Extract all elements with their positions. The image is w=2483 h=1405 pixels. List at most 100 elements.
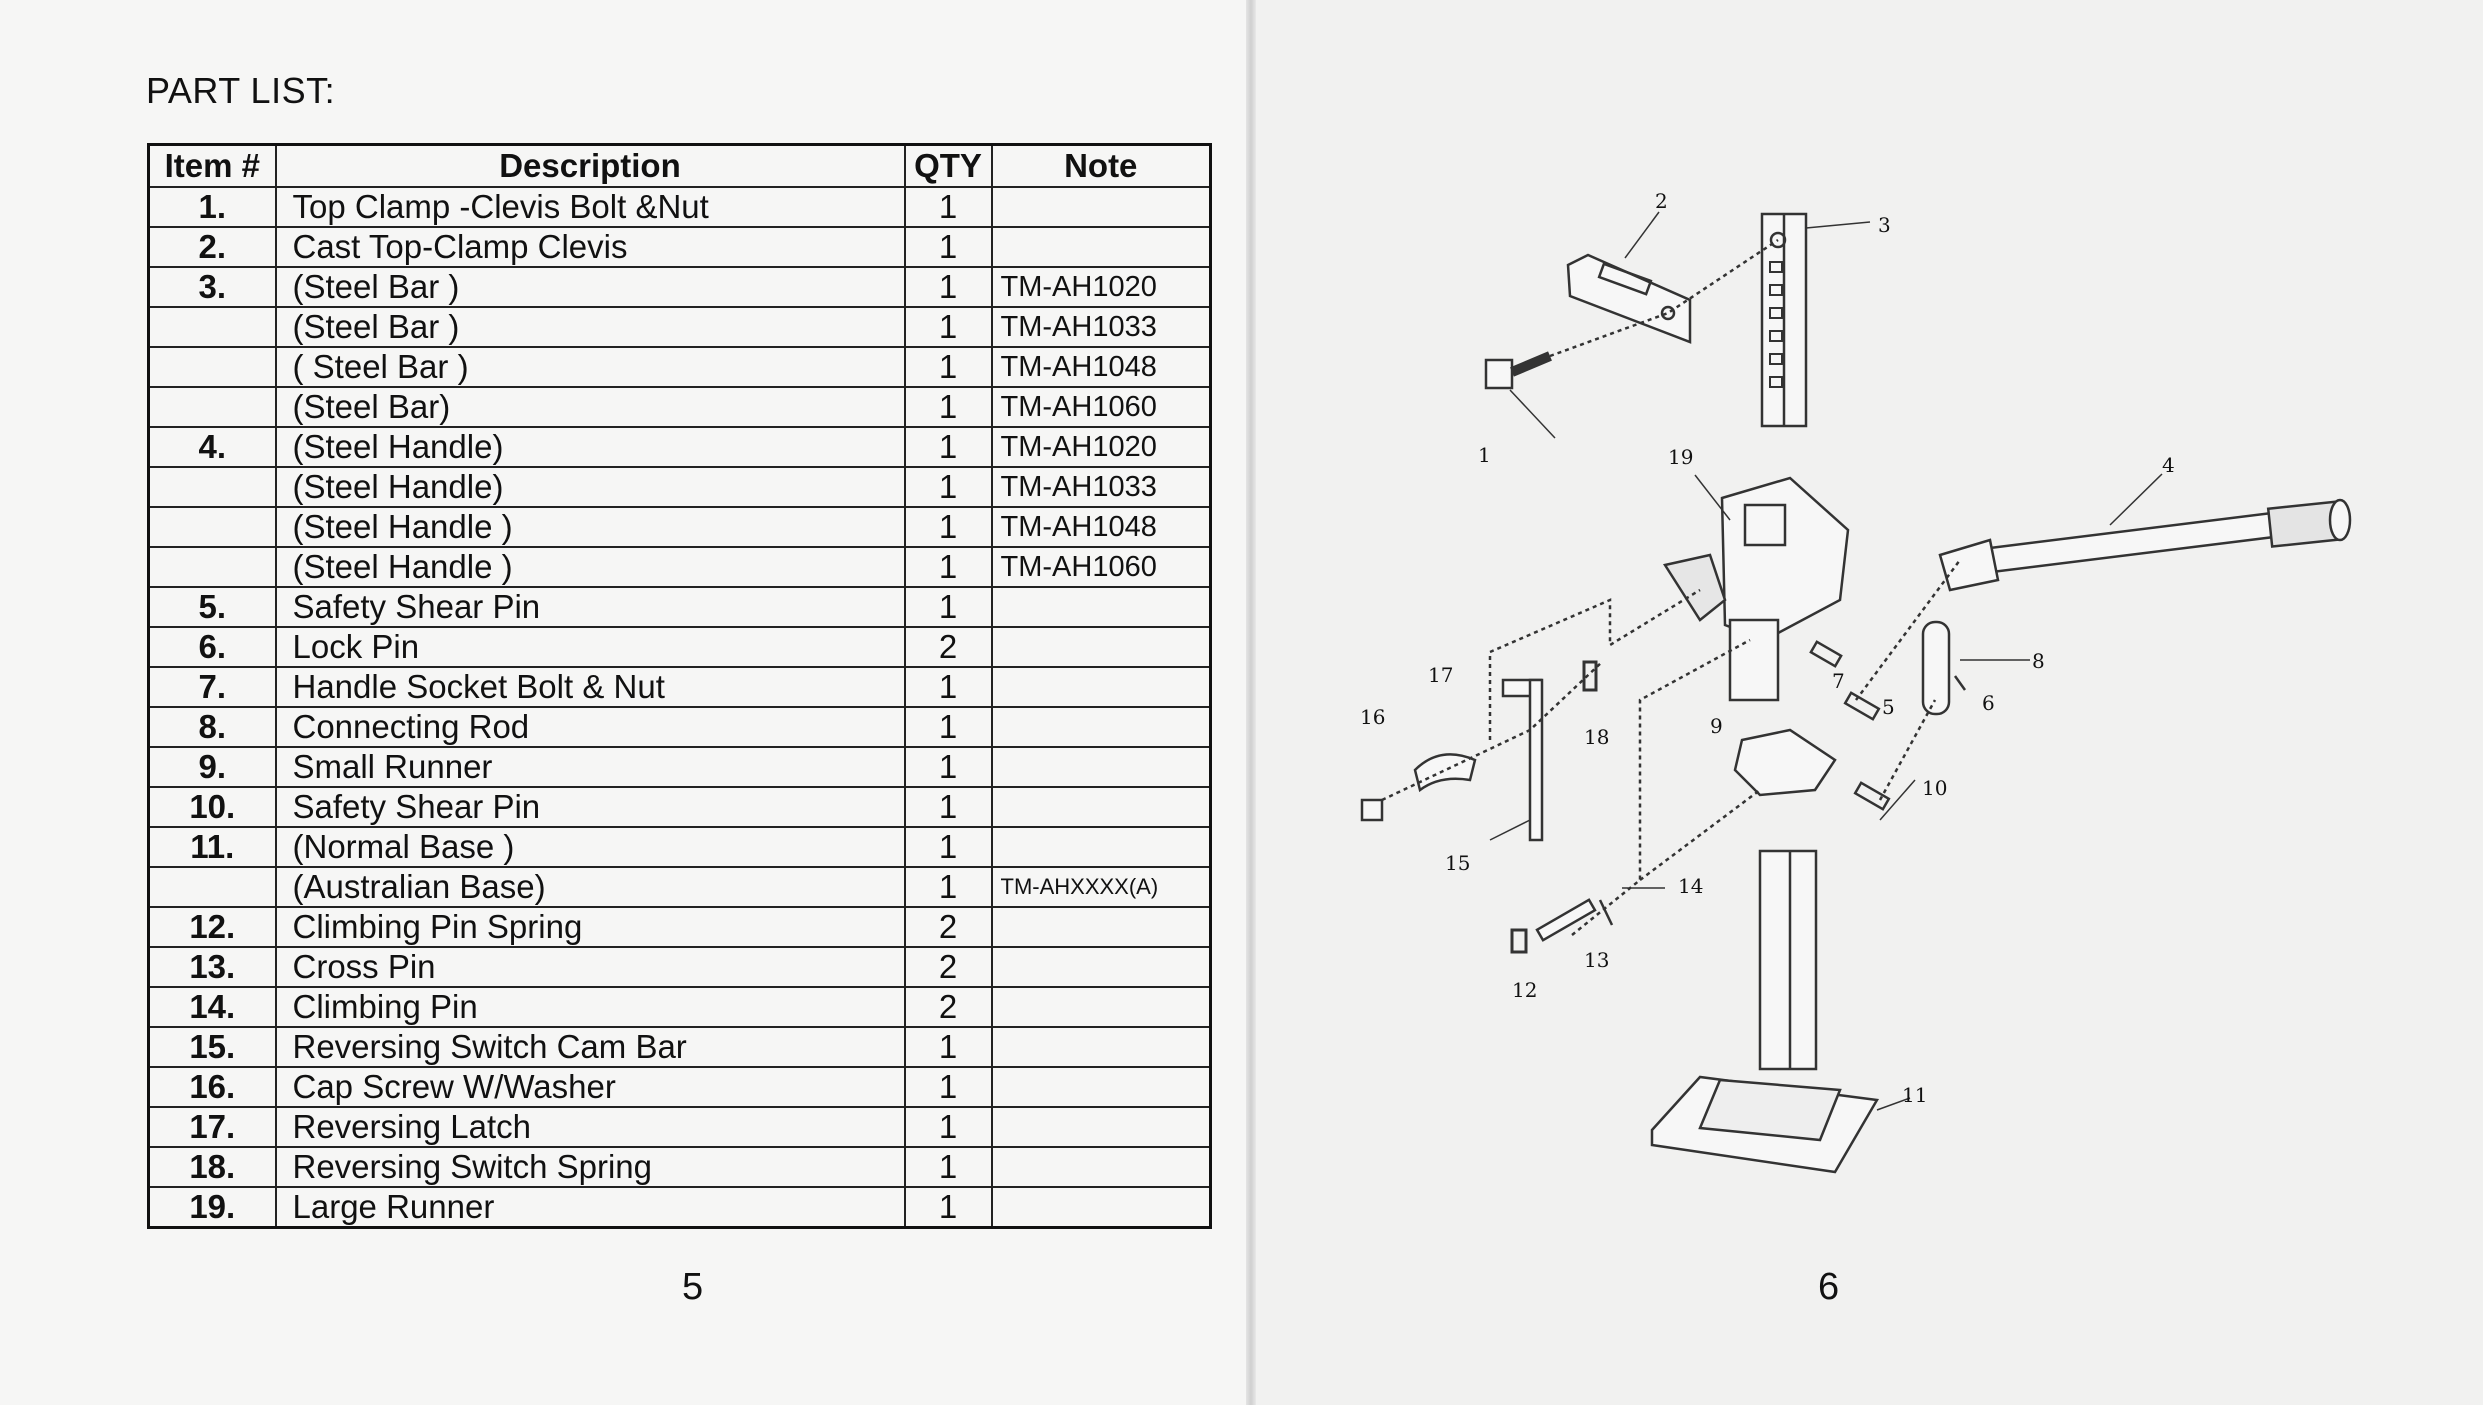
cell-item: 2. — [147, 226, 277, 268]
cell-note — [990, 1146, 1212, 1188]
cell-description: Reversing Switch Cam Bar — [274, 1026, 906, 1068]
cell-description: Climbing Pin Spring — [274, 906, 906, 948]
table-header-row: Item # Description QTY Note — [147, 143, 1212, 188]
cell-qty: 1 — [903, 1106, 993, 1148]
small-runner — [1733, 728, 1837, 797]
cell-description: (Normal Base ) — [274, 826, 906, 868]
callout-11: 11 — [1902, 1083, 1927, 1107]
cell-item: 15. — [147, 1026, 277, 1068]
cell-item: 16. — [147, 1066, 277, 1108]
cell-item: 1. — [147, 186, 277, 228]
cell-description: Safety Shear Pin — [274, 786, 906, 828]
cell-note: TM-AH1048 — [990, 346, 1212, 388]
callout-15: 15 — [1445, 851, 1470, 875]
cell-item — [147, 466, 277, 508]
part-list-title: PART LIST: — [146, 70, 336, 111]
callout-14: 14 — [1678, 874, 1703, 898]
cell-description: Climbing Pin — [274, 986, 906, 1028]
cell-description: Cap Screw W/Washer — [274, 1066, 906, 1108]
cell-item — [147, 546, 277, 588]
clevis-bolt — [1484, 351, 1552, 390]
cell-note: TM-AH1060 — [990, 546, 1212, 588]
cell-note — [990, 1066, 1212, 1108]
cell-qty: 1 — [903, 866, 993, 908]
header-description: Description — [274, 143, 906, 188]
cell-qty: 1 — [903, 1146, 993, 1188]
cell-description: (Steel Handle) — [274, 466, 906, 508]
cell-item: 8. — [147, 706, 277, 748]
cell-note — [990, 706, 1212, 748]
cell-note: TM-AHXXXX(A) — [990, 866, 1212, 908]
cell-item — [147, 306, 277, 348]
cell-qty: 2 — [903, 906, 993, 948]
callout-9: 9 — [1710, 714, 1723, 738]
cell-note — [990, 186, 1212, 228]
cell-qty: 1 — [903, 1026, 993, 1068]
cell-note — [990, 666, 1212, 708]
steel-handle — [1938, 498, 2352, 592]
cell-note — [990, 626, 1212, 668]
cell-item — [147, 346, 277, 388]
cell-qty: 2 — [903, 626, 993, 668]
cell-note: TM-AH1033 — [990, 306, 1212, 348]
cell-item — [147, 506, 277, 548]
large-runner — [1662, 476, 1850, 702]
cell-note — [990, 1106, 1212, 1148]
callout-5: 5 — [1882, 695, 1895, 719]
cell-item: 9. — [147, 746, 277, 788]
cell-item: 10. — [147, 786, 277, 828]
cell-qty: 1 — [903, 666, 993, 708]
cell-note: TM-AH1033 — [990, 466, 1212, 508]
cell-note — [990, 586, 1212, 628]
cell-qty: 1 — [903, 1066, 993, 1108]
cell-note: TM-AH1020 — [990, 266, 1212, 308]
cell-item — [147, 866, 277, 908]
cell-note — [990, 946, 1212, 988]
callout-17: 17 — [1428, 663, 1453, 687]
callout-12: 12 — [1512, 978, 1537, 1002]
callout-13: 13 — [1584, 948, 1609, 972]
cell-description: (Steel Bar) — [274, 386, 906, 428]
book-fold — [1246, 0, 1256, 1405]
cell-qty: 1 — [903, 186, 993, 228]
cell-description: Cross Pin — [274, 946, 906, 988]
cell-note: TM-AH1048 — [990, 506, 1212, 548]
cell-qty: 1 — [903, 466, 993, 508]
cell-description: Handle Socket Bolt & Nut — [274, 666, 906, 708]
page-number-right: 6 — [1818, 1266, 1840, 1308]
steel-bar-lower — [1758, 849, 1818, 1071]
cell-qty: 2 — [903, 986, 993, 1028]
header-note: Note — [990, 143, 1212, 188]
cell-note: TM-AH1020 — [990, 426, 1212, 468]
cell-description: (Steel Bar ) — [274, 266, 906, 308]
cell-note — [990, 1026, 1212, 1068]
reversing-parts — [1360, 660, 1598, 842]
table-row: 11.(Normal Base )1 — [147, 826, 1212, 868]
cell-qty: 1 — [903, 546, 993, 588]
cell-description: (Steel Handle ) — [274, 506, 906, 548]
cell-description: Reversing Latch — [274, 1106, 906, 1148]
cell-qty: 2 — [903, 946, 993, 988]
callout-4: 4 — [2162, 453, 2175, 477]
page-number-left: 5 — [682, 1266, 704, 1308]
cell-item: 17. — [147, 1106, 277, 1148]
callout-3: 3 — [1878, 213, 1891, 237]
cell-qty: 1 — [903, 826, 993, 868]
callout-18: 18 — [1584, 725, 1609, 749]
header-qty: QTY — [903, 143, 993, 188]
cell-description: Reversing Switch Spring — [274, 1146, 906, 1188]
